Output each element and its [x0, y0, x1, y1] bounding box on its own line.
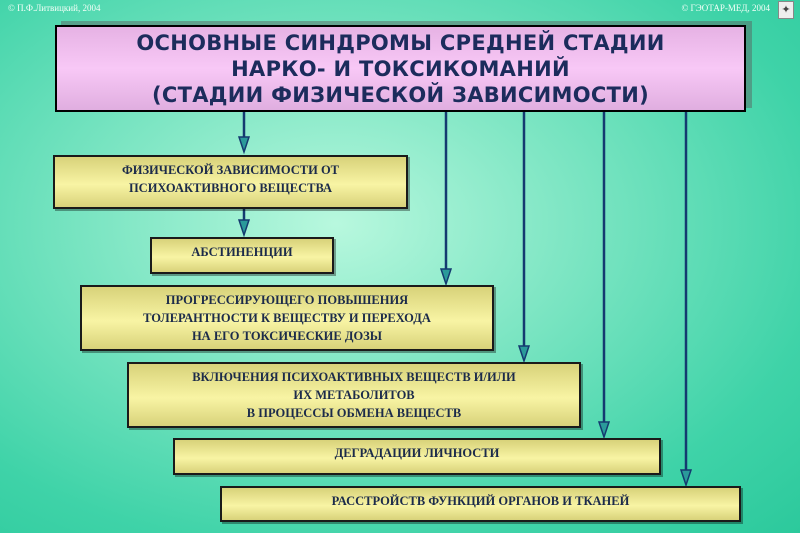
box-text: ВКЛЮЧЕНИЯ ПСИХОАКТИВНЫХ ВЕЩЕСТВ И/ИЛИ — [192, 370, 516, 384]
box-text: ДЕГРАДАЦИИ ЛИЧНОСТИ — [334, 446, 500, 460]
copyright-right: © ГЭОТАР-МЕД, 2004 — [681, 3, 770, 13]
arrowhead-icon — [439, 268, 453, 287]
box-text: ИХ МЕТАБОЛИТОВ — [293, 388, 415, 402]
title-line: НАРКО- И ТОКСИКОМАНИЙ — [231, 56, 570, 81]
copyright-left: © П.Ф.Литвицкий, 2004 — [8, 3, 101, 13]
arrowhead-icon — [237, 219, 251, 238]
arrowhead-icon — [237, 136, 251, 155]
syndrome-organ-dysfunction: РАССТРОЙСТВ ФУНКЦИЙ ОРГАНОВ И ТКАНЕЙ — [220, 486, 741, 522]
arrowhead-icon — [597, 421, 611, 440]
box-text: ПРОГРЕССИРУЮЩЕГО ПОВЫШЕНИЯ — [165, 293, 409, 307]
syndrome-physical-dependence: ФИЗИЧЕСКОЙ ЗАВИСИМОСТИ ОТ ПСИХОАКТИВНОГО… — [53, 155, 408, 209]
syndrome-abstinence: АБСТИНЕНЦИИ — [150, 237, 334, 274]
syndrome-metabolism-inclusion: ВКЛЮЧЕНИЯ ПСИХОАКТИВНЫХ ВЕЩЕСТВ И/ИЛИ ИХ… — [127, 362, 581, 428]
title-line: ОСНОВНЫЕ СИНДРОМЫ СРЕДНЕЙ СТАДИИ — [136, 30, 665, 55]
arrowhead-icon — [517, 345, 531, 364]
title-line: (СТАДИИ ФИЗИЧЕСКОЙ ЗАВИСИМОСТИ) — [152, 82, 649, 107]
syndrome-tolerance: ПРОГРЕССИРУЮЩЕГО ПОВЫШЕНИЯ ТОЛЕРАНТНОСТИ… — [80, 285, 494, 351]
box-text: ТОЛЕРАНТНОСТИ К ВЕЩЕСТВУ И ПЕРЕХОДА — [143, 311, 431, 325]
box-text: ФИЗИЧЕСКОЙ ЗАВИСИМОСТИ ОТ — [121, 163, 340, 177]
box-text: ПСИХОАКТИВНОГО ВЕЩЕСТВА — [128, 181, 333, 195]
box-text: НА ЕГО ТОКСИЧЕСКИЕ ДОЗЫ — [191, 329, 383, 343]
box-text: В ПРОЦЕССЫ ОБМЕНА ВЕЩЕСТВ — [246, 406, 462, 420]
arrowhead-icon — [679, 469, 693, 488]
box-text: АБСТИНЕНЦИИ — [191, 245, 293, 259]
publisher-logo-icon[interactable]: ✦ — [778, 1, 794, 19]
box-text: РАССТРОЙСТВ ФУНКЦИЙ ОРГАНОВ И ТКАНЕЙ — [331, 494, 630, 508]
syndrome-personality-degradation: ДЕГРАДАЦИИ ЛИЧНОСТИ — [173, 438, 661, 475]
diagram-title: ОСНОВНЫЕ СИНДРОМЫ СРЕДНЕЙ СТАДИИ НАРКО- … — [55, 25, 746, 112]
